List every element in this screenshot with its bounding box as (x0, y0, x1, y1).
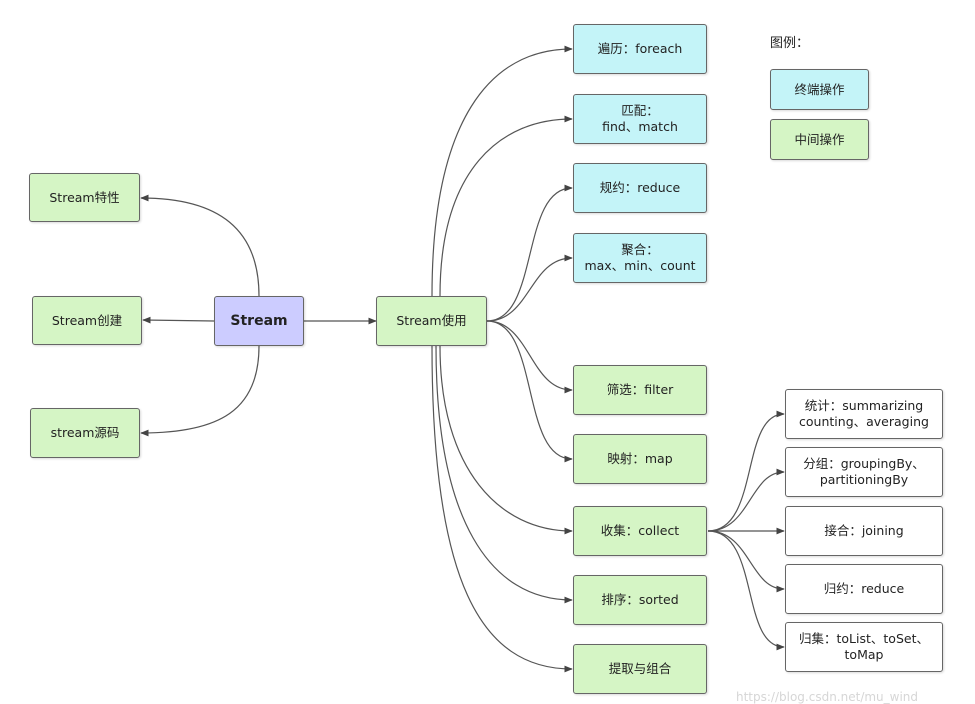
edge-stream-features (140, 194, 260, 297)
edge-stream-source (140, 345, 260, 437)
node-joining[interactable]: 接合：joining (785, 506, 943, 556)
node-reduce[interactable]: 规约：reduce (573, 163, 707, 213)
legend-title: 图例： (770, 36, 810, 51)
watermark: https://blog.csdn.net/mu_wind (736, 690, 919, 704)
node-foreach[interactable]: 遍历：foreach (573, 24, 707, 74)
edge-usage-collect (439, 345, 573, 535)
node-stats[interactable]: 统计：summarizing counting、averaging (785, 389, 943, 439)
node-tolist[interactable]: 归集：toList、toSet、 toMap (785, 622, 943, 672)
edge-usage-sorted (435, 345, 573, 604)
node-stream-root[interactable]: Stream (214, 296, 304, 346)
edge-usage-match (439, 115, 573, 297)
edge-usage-reduce (486, 184, 573, 322)
node-match[interactable]: 匹配： find、match (573, 94, 707, 144)
legend-terminal: 终端操作 (770, 69, 869, 110)
edge-collect-grouping (707, 468, 785, 532)
node-stream-usage[interactable]: Stream使用 (376, 296, 487, 346)
edge-stream-create (142, 316, 215, 324)
node-stream-features[interactable]: Stream特性 (29, 173, 140, 222)
node-extract[interactable]: 提取与组合 (573, 644, 707, 694)
edge-usage-map (486, 320, 573, 463)
node-map[interactable]: 映射：map (573, 434, 707, 484)
node-filter[interactable]: 筛选：filter (573, 365, 707, 415)
edge-usage-extract (431, 345, 573, 673)
legend-intermediate: 中间操作 (770, 119, 869, 160)
node-collect[interactable]: 收集：collect (573, 506, 707, 556)
node-collect-reduce[interactable]: 归约：reduce (785, 564, 943, 614)
edge-usage-foreach (431, 45, 573, 297)
edge-usage-aggregate (486, 254, 573, 322)
edge-usage-filter (486, 320, 573, 394)
node-stream-source[interactable]: stream源码 (30, 408, 140, 458)
node-sorted[interactable]: 排序：sorted (573, 575, 707, 625)
edge-collect-reduce (707, 530, 785, 593)
edge-collect-stats (707, 410, 785, 532)
node-aggregate[interactable]: 聚合： max、min、count (573, 233, 707, 283)
node-stream-create[interactable]: Stream创建 (32, 296, 142, 345)
node-grouping[interactable]: 分组：groupingBy、 partitioningBy (785, 447, 943, 497)
edge-collect-tolist (707, 530, 785, 651)
